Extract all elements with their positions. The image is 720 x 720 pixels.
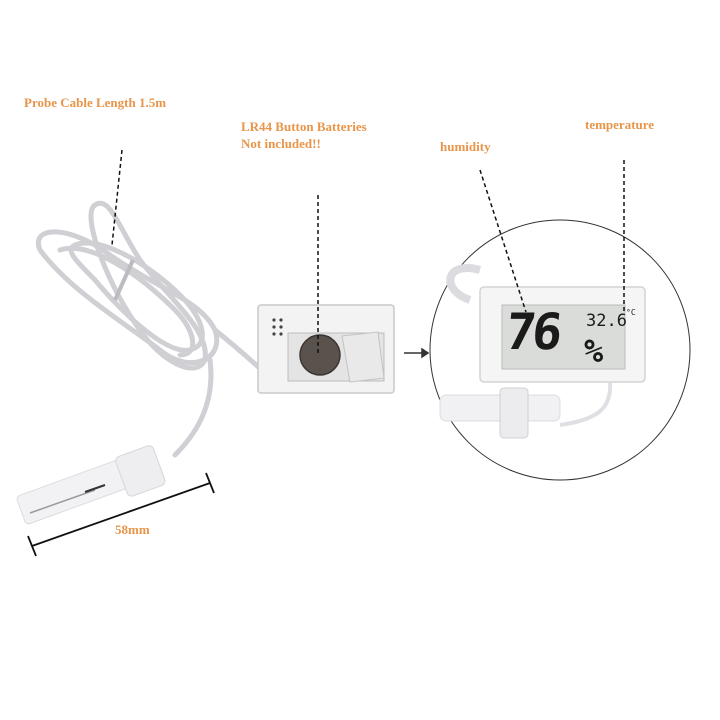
battery-label-line2: Not included!!: [241, 136, 321, 151]
probe-cable-length-label: Probe Cable Length 1.5m: [24, 95, 167, 110]
cable-tie: [113, 259, 135, 301]
device-back: [257, 304, 395, 394]
coiled-cable: [36, 200, 265, 458]
temperature-unit: °C: [626, 308, 636, 317]
device-front: [439, 264, 646, 439]
coin-battery: [299, 334, 341, 376]
probe-sensor: [16, 445, 166, 525]
arrow-icon: [404, 347, 430, 359]
temperature-reading: 32.6: [586, 311, 627, 331]
temperature-label: temperature: [585, 117, 655, 132]
humidity-reading: 76: [502, 303, 562, 361]
dimension-line: [27, 472, 215, 557]
humidity-label: humidity: [440, 139, 491, 154]
humidity-unit: %: [584, 332, 604, 370]
probe-length-label: 58mm: [115, 522, 150, 537]
battery-label-line1: LR44 Button Batteries: [241, 119, 367, 134]
leader-lines: [111, 149, 625, 355]
